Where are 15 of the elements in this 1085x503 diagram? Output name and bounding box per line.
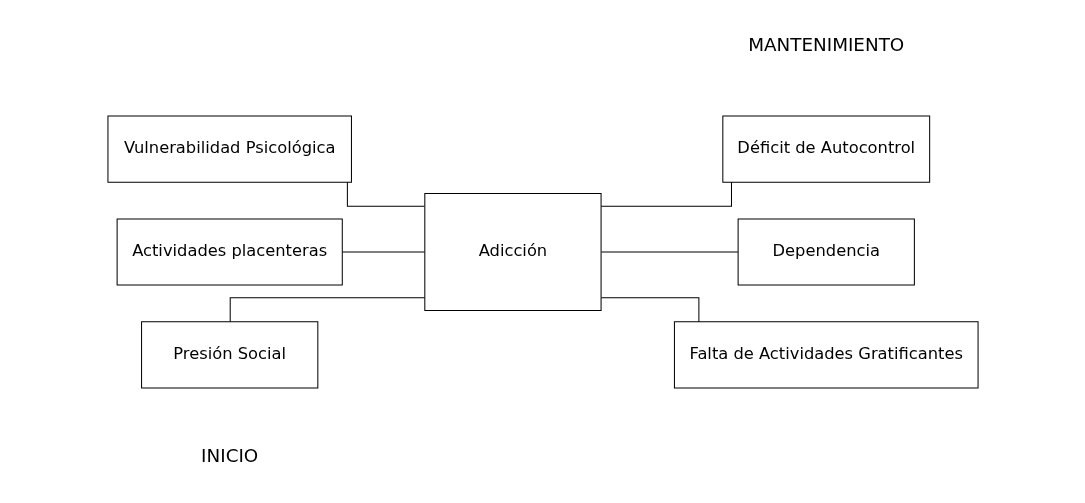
node-box: Déficit de Autocontrol (721, 114, 930, 183)
label: MANTENIMIENTO (747, 33, 904, 55)
connector (346, 181, 425, 207)
connector (600, 251, 738, 252)
node-box: Vulnerabilidad Psicológica (106, 114, 352, 183)
label: INICIO (200, 444, 258, 466)
connector (600, 296, 699, 322)
connector (341, 251, 425, 252)
node-box: Adicción (423, 192, 602, 311)
node-box: Falta de Actividades Gratificantes (673, 320, 979, 389)
node-box: Actividades placenteras (116, 217, 343, 286)
connector (229, 296, 425, 322)
node-box: Presión Social (140, 320, 318, 389)
node-box: Dependencia (737, 217, 915, 286)
connector (600, 181, 732, 207)
